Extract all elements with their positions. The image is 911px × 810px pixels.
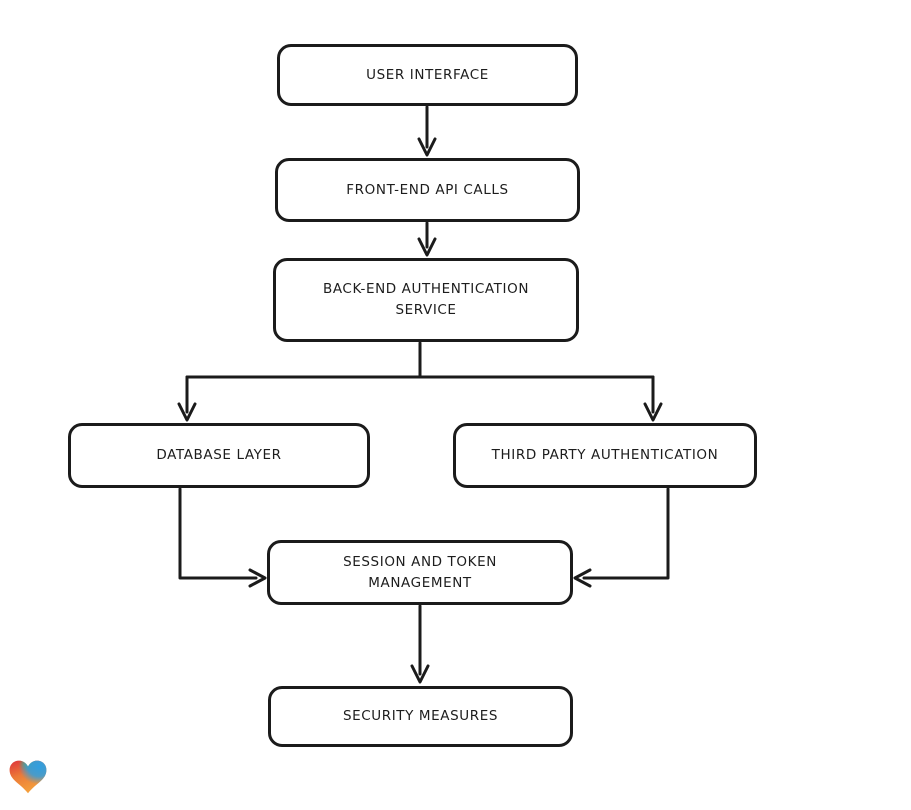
node-third-party-authentication[interactable]: THIRD PARTY AUTHENTICATION xyxy=(453,423,757,488)
heart-gradient-icon xyxy=(9,757,47,795)
node-label: SESSION AND TOKEN MANAGEMENT xyxy=(343,553,497,591)
node-label: BACK-END AUTHENTICATION SERVICE xyxy=(322,281,530,318)
node-label: SECURITY MEASURES xyxy=(342,708,499,725)
node-label: DATABASE LAYER xyxy=(156,447,282,464)
node-label: USER INTERFACE xyxy=(366,66,489,83)
arrowhead-down-icon xyxy=(410,664,430,684)
arrowhead-left-icon xyxy=(573,568,592,588)
node-user-interface[interactable]: USER INTERFACE xyxy=(277,44,578,106)
node-label: THIRD PARTY AUTHENTICATION xyxy=(491,447,719,464)
arrowhead-down-icon xyxy=(643,402,663,422)
edge-user-interface-to-front-end xyxy=(417,105,437,157)
arrowhead-right-icon xyxy=(248,568,267,588)
node-session-and-token-management[interactable]: SESSION AND TOKEN MANAGEMENT xyxy=(267,540,573,605)
edge-third-party-to-session xyxy=(573,487,670,588)
node-security-measures[interactable]: SECURITY MEASURES xyxy=(268,686,573,747)
edge-session-to-security xyxy=(410,604,430,684)
edge-front-end-to-back-end xyxy=(417,221,437,257)
edge-back-end-branch xyxy=(177,341,663,422)
edge-database-to-session xyxy=(178,487,267,588)
arrowhead-down-icon xyxy=(177,402,197,422)
arrowhead-down-icon xyxy=(417,237,437,257)
node-back-end-authentication-service[interactable]: BACK-END AUTHENTICATION SERVICE xyxy=(273,258,579,342)
node-database-layer[interactable]: DATABASE LAYER xyxy=(68,423,370,488)
node-front-end-api-calls[interactable]: FRONT-END API CALLS xyxy=(275,158,580,222)
node-label: FRONT-END API CALLS xyxy=(346,181,509,198)
arrowhead-down-icon xyxy=(417,137,437,157)
